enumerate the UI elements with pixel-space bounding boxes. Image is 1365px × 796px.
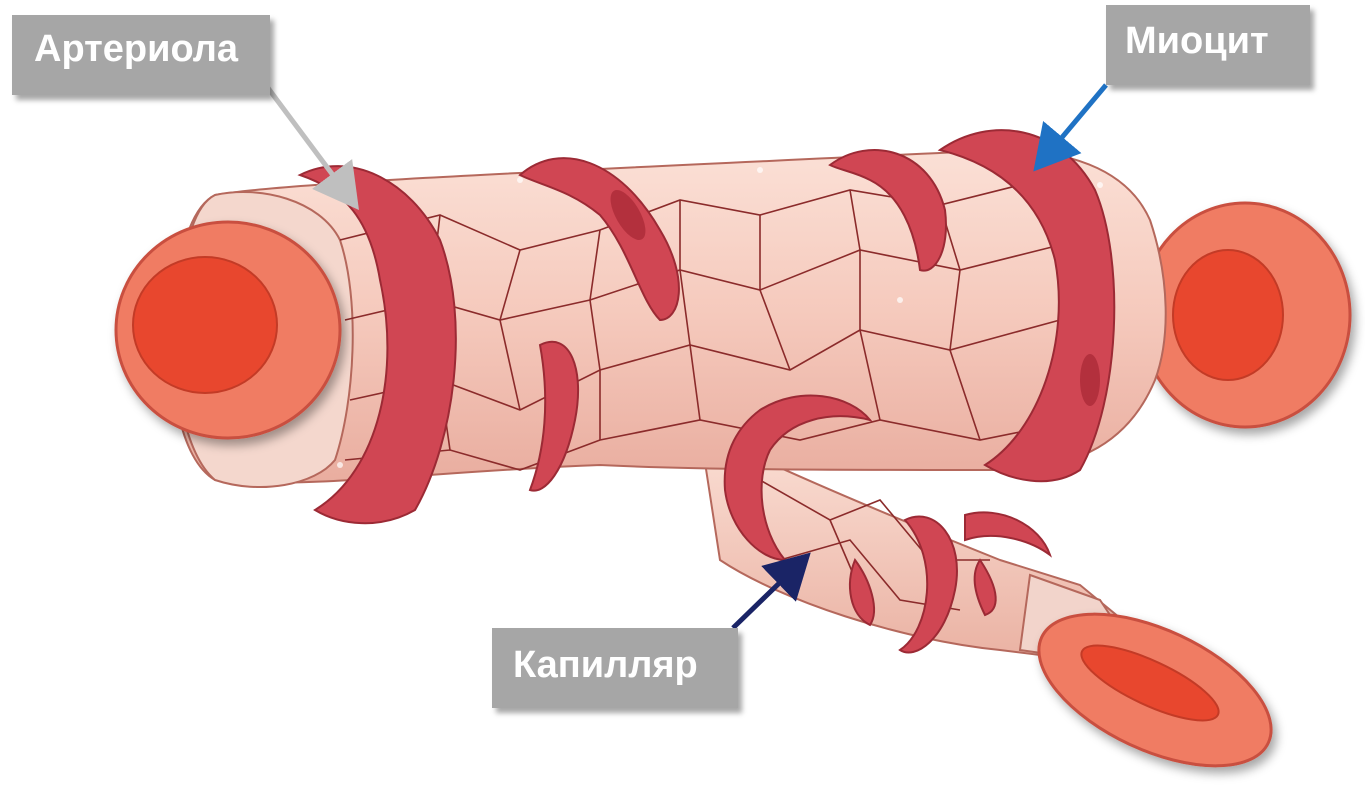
- blood-cell-left: [116, 222, 340, 438]
- myocyte-arrow: [1043, 85, 1106, 160]
- arteriole-arrow: [268, 88, 350, 198]
- blood-cell-right: [1140, 203, 1350, 427]
- myocyte-label: Миоцит: [1106, 5, 1310, 85]
- capillary-label: Капилляр: [492, 628, 738, 708]
- arteriole-label: Артериола: [12, 15, 270, 95]
